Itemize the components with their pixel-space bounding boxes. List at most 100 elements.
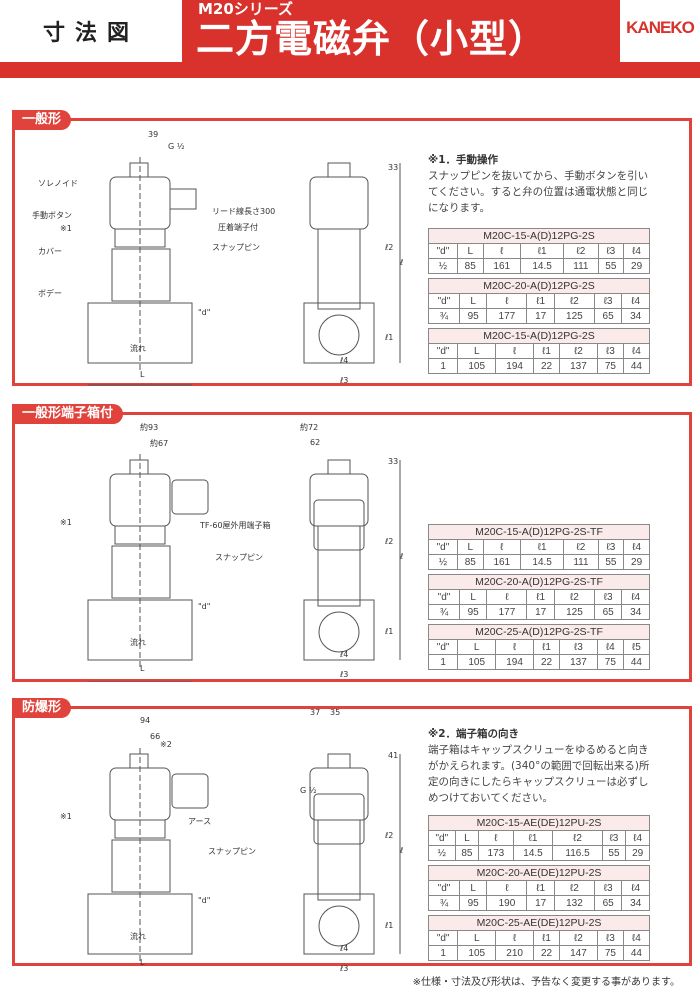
drawing-label-flow: 流れ [130,932,146,941]
table-header-cell: ℓ3 [596,343,624,359]
table-header-cell: ℓ3 [593,293,623,309]
dimension-drawing [87,157,401,386]
valve-cover [111,545,171,599]
drawing-label-l2: ℓ2 [385,831,394,840]
dimension-drawing [87,454,401,682]
section-tag: 一般形 [12,110,72,130]
table-cell: 65 [593,895,623,911]
drawing-label-L: L [140,958,145,967]
cable-gland [169,188,197,210]
side-port [318,905,360,947]
drawing-label-side_top: 33 [388,163,399,172]
table-cell: 116.5 [552,845,603,861]
table-header-cell: ℓ1 [526,589,555,605]
table-header-cell: ℓ [482,539,522,555]
table-header-cell: ℓ [486,293,528,309]
table-cell: 173 [478,845,514,861]
table-cell: 75 [596,654,624,670]
drawing-label-L: L [140,664,145,673]
terminal-box [171,773,209,809]
table-cell: 105 [457,358,497,374]
drawing-label-dim_a: 94 [140,716,151,725]
table-cell: 137 [558,654,598,670]
table-header-cell: "d" [428,243,458,259]
table-header-cell: L [458,589,488,605]
table-cell: 85 [456,554,484,570]
table-header-cell: "d" [427,343,459,359]
table-header-cell: ℓ4 [621,293,650,309]
table-cell: 65 [593,604,623,620]
section-tag: 一般形端子箱付 [12,404,124,424]
table-header-cell: "d" [428,293,460,309]
drawing-label-L: L [140,370,145,379]
drawing-label-ref: ※1 [60,812,72,821]
drawing-label-l1: ℓ1 [385,627,394,636]
side-body [303,302,375,364]
table-cell: 22 [533,358,561,374]
table-cell: 34 [621,308,650,324]
table-cell: 137 [559,358,598,374]
table-header-cell: ℓ4 [625,830,650,846]
series-name: M20シリーズ [198,0,294,18]
drawing-label-dim_top: 39 [148,130,159,139]
table-cell: 177 [486,308,528,324]
drawing-label-dim_c: 約72 [300,423,319,432]
side-cap [327,459,351,475]
table-model: M20C-20-A(D)12PG-2S-TF [428,574,650,590]
table-cell: 161 [482,258,521,274]
drawing-label-earth: アース [188,817,212,826]
drawing-label-dim_e: 35 [330,708,341,717]
table-header-cell: ℓ3 [596,930,624,946]
table-header-cell: L [454,830,480,846]
table-header-cell: ℓ4 [621,589,650,605]
valve-cap [129,162,149,178]
table-header-cell: ℓ [495,343,535,359]
table-cell: ¾ [428,308,460,324]
table-model: M20C-20-AE(DE)12PU-2S [428,865,650,881]
drawing-label-d: "d" [198,602,211,611]
table-cell: 14.5 [519,554,565,570]
table-model: M20C-25-A(D)12PG-2S-TF [428,624,650,640]
drawing-label-snap: スナップピン [208,847,256,856]
drawing-label-solenoid: ソレノイド [38,179,78,188]
drawing-label-l4: ℓ4 [340,356,349,365]
drawing-label-cover: カバー [38,247,62,256]
side-port [318,611,360,653]
table-cell: 190 [486,895,528,911]
table-header-cell: ℓ4 [623,243,650,259]
table-cell: 29 [623,258,650,274]
side-terminal-box [313,793,365,845]
table-model: M20C-15-AE(DE)12PU-2S [428,815,650,831]
table-cell: 17 [526,308,555,324]
table-cell: 75 [596,358,624,374]
table-cell: 14.5 [519,258,565,274]
table-header-cell: ℓ2 [553,293,595,309]
section-tag: 防爆形 [12,698,72,718]
table-cell: 44 [622,358,651,374]
table-cell: 194 [495,358,535,374]
drawing-label-l3: ℓ3 [340,964,349,973]
drawing-label-l4: ℓ4 [340,650,349,659]
side-terminal-box [313,499,365,551]
drawing-label-dim_b: 66 [150,732,161,741]
table-cell: ½ [428,554,458,570]
drawing-label-l: ℓ [400,846,404,855]
drawing-label-l1: ℓ1 [385,921,394,930]
table-header-cell: "d" [428,589,460,605]
side-body [303,893,375,955]
table-header-cell: ℓ3 [558,639,598,655]
table-header-cell: ℓ2 [563,539,599,555]
footer-note: ※仕様・寸法及び形状は、予告なく変更する事があります。 [412,977,680,988]
side-body [303,599,375,661]
